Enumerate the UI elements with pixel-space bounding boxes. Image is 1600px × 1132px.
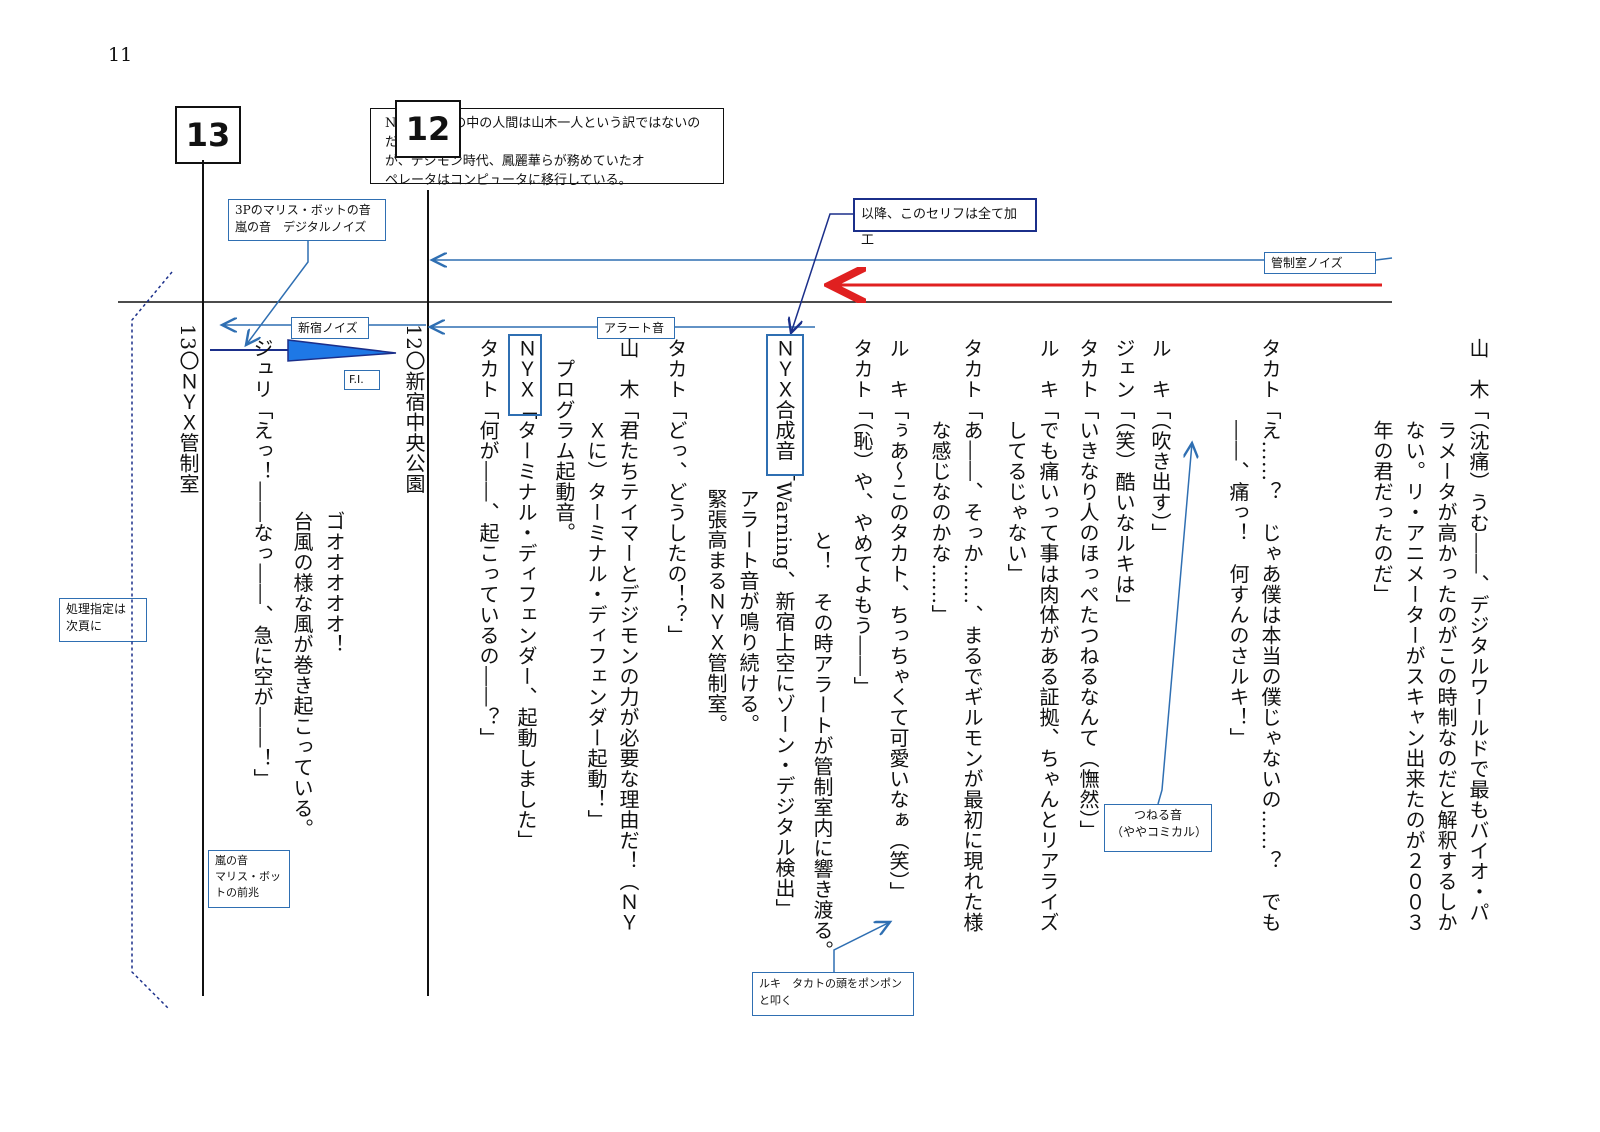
note-pinch-sound: つねる音 （ややコミカル） <box>1104 804 1212 852</box>
scene-heading-13: 13〇ＮＹＸ管制室 <box>172 324 204 494</box>
note-sound-3p: 3Pのマリス・ボットの音 嵐の音 デジタルノイズ <box>228 199 386 241</box>
script-line: ない。リ・アニメーターがスキャン出来たのが２００３ <box>1402 338 1426 933</box>
note-line: ルキ タカトの頭をポンポン <box>759 977 902 990</box>
script-line: ＮＹＸ合成音「Warning、新宿上空にゾーン・デジタル検出」 <box>772 338 796 919</box>
script-line: 台風の様な風が巻き起こっている。 <box>290 470 314 839</box>
note-alert-sound: アラート音 <box>597 317 675 339</box>
script-line: ル キ「でも痛いって事は肉体がある証拠、ちゃんとリアライズ <box>1036 338 1060 933</box>
scene-number-13: 13 <box>175 106 241 164</box>
nyx-voice-highlight <box>766 334 804 476</box>
note-line: 次頁に <box>66 619 103 633</box>
pinch-sound-arrow <box>1157 443 1192 805</box>
script-line: 12〇新宿中央公園 <box>402 324 426 494</box>
note-line: 嵐の音 <box>215 854 248 867</box>
script-line: ル キ「（吹き出す）」 <box>1148 338 1172 544</box>
note-shinjuku-noise: 新宿ノイズ <box>291 317 369 339</box>
script-column-ruki-1: ル キ「（吹き出す）」 <box>1144 338 1176 544</box>
note-line: 嵐の音 デジタルノイズ <box>235 220 367 234</box>
script-column-takato-2: タカト「いきなり人のほっぺたつねるなんて（憮然）」 <box>1072 338 1104 841</box>
script-line: ――、痛っ！ 何すんのさルキ！」 <box>1226 338 1250 748</box>
note-line: 3Pのマリス・ボットの音 <box>235 203 371 217</box>
page-number: 11 <box>108 44 133 66</box>
script-line: プログラム起動音。 <box>552 338 576 544</box>
script-line: してるじゃない」 <box>1004 338 1028 584</box>
scene-heading-12: 12〇新宿中央公園 <box>398 324 430 494</box>
script-column-yamaki: 山 木「（沈痛）うむ――、デジタルワールドで最もバイオ・パ ラメータが高かったの… <box>1366 338 1494 933</box>
script-line: ル キ「ぅあ～このタカト、ちっちゃくて可愛いなぁ（笑）」 <box>886 338 910 902</box>
script-column-takato-5: タカト「どっ、どうしたの！？」 <box>660 338 692 646</box>
script-line: タカト「何が――、起こっているの――？」 <box>476 338 500 748</box>
note-fade-in: F.I. <box>344 370 380 390</box>
note-line: （ややコミカル） <box>1111 825 1208 839</box>
note-operators: NYX管制室の中の人間は山木一人という訳ではないのだ が、デジモン時代、鳳麗華ら… <box>370 108 724 188</box>
script-column-nyx: ＮＹＸ「ターミナル・ディフェンダー、起動しました」 <box>510 338 542 851</box>
nyx-highlight <box>508 334 542 416</box>
note-line: トの前兆 <box>215 886 259 899</box>
note-storm-sound: 嵐の音 マリス・ボッ トの前兆 <box>208 850 290 908</box>
script-line: 山 木「（沈痛）うむ――、デジタルワールドで最もバイオ・パ <box>1466 338 1490 923</box>
script-column-takato-3: タカト「あ――、そっか……、まるでギルモンが最初に現れた様 な感じなのかな……」 <box>924 338 988 933</box>
script-line: 13〇ＮＹＸ管制室 <box>176 324 200 494</box>
script-line: ラメータが高かったのがこの時制なのだと解釈するしか <box>1434 338 1458 933</box>
script-column-jen: ジェン「（笑）酷いなルキは」 <box>1108 338 1140 615</box>
script-column-stage-tension: アラート音が鳴り続ける。 緊張高まるＮＹＸ管制室。 <box>700 468 764 735</box>
script-column-ruki-2: ル キ「でも痛いって事は肉体がある証拠、ちゃんとリアライズ してるじゃない」 <box>1000 338 1064 933</box>
script-column-stage-alert: と！ その時アラートが管制室内に響き渡る。 <box>806 510 838 962</box>
fade-in-wedge <box>287 339 397 362</box>
note-line: ペレータはコンピュータに移行している。 <box>385 173 632 188</box>
script-line: と！ その時アラートが管制室内に響き渡る。 <box>810 510 834 962</box>
note-later-processed: 以降、このセリフは全て加工 <box>853 198 1037 248</box>
script-line: タカト「どっ、どうしたの！？」 <box>664 338 688 646</box>
script-column-nyx-voice: ＮＹＸ合成音「Warning、新宿上空にゾーン・デジタル検出」 <box>768 338 800 919</box>
note-line: と叩く <box>759 994 792 1007</box>
script-column-takato-6: タカト「何が――、起こっているの――？」 <box>472 338 504 748</box>
note-line: つねる音 <box>1133 808 1182 822</box>
script-column-juri: ジュリ「えっ！――なっ――、急に空が――！」 <box>246 338 278 789</box>
ruki-tap-arrow <box>833 922 890 972</box>
script-line: ジェン「（笑）酷いなルキは」 <box>1112 338 1136 615</box>
script-line: タカト「え……？ じゃあ僕は本当の僕じゃないの……？ でも <box>1258 338 1282 933</box>
note-ruki-tap: ルキ タカトの頭をポンポン と叩く <box>752 972 914 1016</box>
script-line: タカト「いきなり人のほっぺたつねるなんて（憮然）」 <box>1076 338 1100 841</box>
script-column-takato-1: タカト「え……？ じゃあ僕は本当の僕じゃないの……？ でも ――、痛っ！ 何すん… <box>1222 338 1286 933</box>
script-column-ruki-3: ル キ「ぅあ～このタカト、ちっちゃくて可愛いなぁ（笑）」 <box>882 338 914 902</box>
scene-number-12: 12 <box>395 100 461 158</box>
script-line: 年の君だったのだ」 <box>1370 338 1394 605</box>
note-line: マリス・ボッ <box>215 870 281 883</box>
processing-bracket <box>131 271 173 1009</box>
script-column-takato-4: タカト「（恥）や、やめてよもう――」 <box>846 338 878 697</box>
note-control-noise: 管制室ノイズ <box>1264 252 1376 274</box>
script-line: 緊張高まるＮＹＸ管制室。 <box>704 468 728 735</box>
script-line: ゴオオオオオ！ <box>322 470 346 655</box>
script-column-yamaki-2: 山 木「君たちテイマーとデジモンの力が必要な理由だ！（ＮＹ Ｘに）ターミナル・デ… <box>548 338 644 933</box>
sound-3p-arrow <box>246 241 309 345</box>
later-processed-arrow <box>791 213 853 333</box>
control-noise-tail <box>1375 257 1393 261</box>
script-line: な感じなのかな……」 <box>928 338 952 625</box>
note-line: 処理指定は <box>66 602 127 616</box>
script-line: タカト「（恥）や、やめてよもう――」 <box>850 338 874 697</box>
note-line: NYX管制室の中の人間は山木一人という訳ではないのだ <box>385 116 701 150</box>
script-line: アラート音が鳴り続ける。 <box>736 468 760 735</box>
script-line: Ｘに）ターミナル・ディフェンダー起動！」 <box>584 338 608 830</box>
script-line: タカト「あ――、そっか……、まるでギルモンが最初に現れた様 <box>960 338 984 933</box>
script-line: 山 木「君たちテイマーとデジモンの力が必要な理由だ！（ＮＹ <box>616 338 640 933</box>
script-line: ジュリ「えっ！――なっ――、急に空が――！」 <box>250 338 274 789</box>
script-column-stage-wind: ゴオオオオオ！ 台風の様な風が巻き起こっている。 <box>286 470 350 839</box>
script-line: ＮＹＸ「ターミナル・ディフェンダー、起動しました」 <box>514 338 538 851</box>
